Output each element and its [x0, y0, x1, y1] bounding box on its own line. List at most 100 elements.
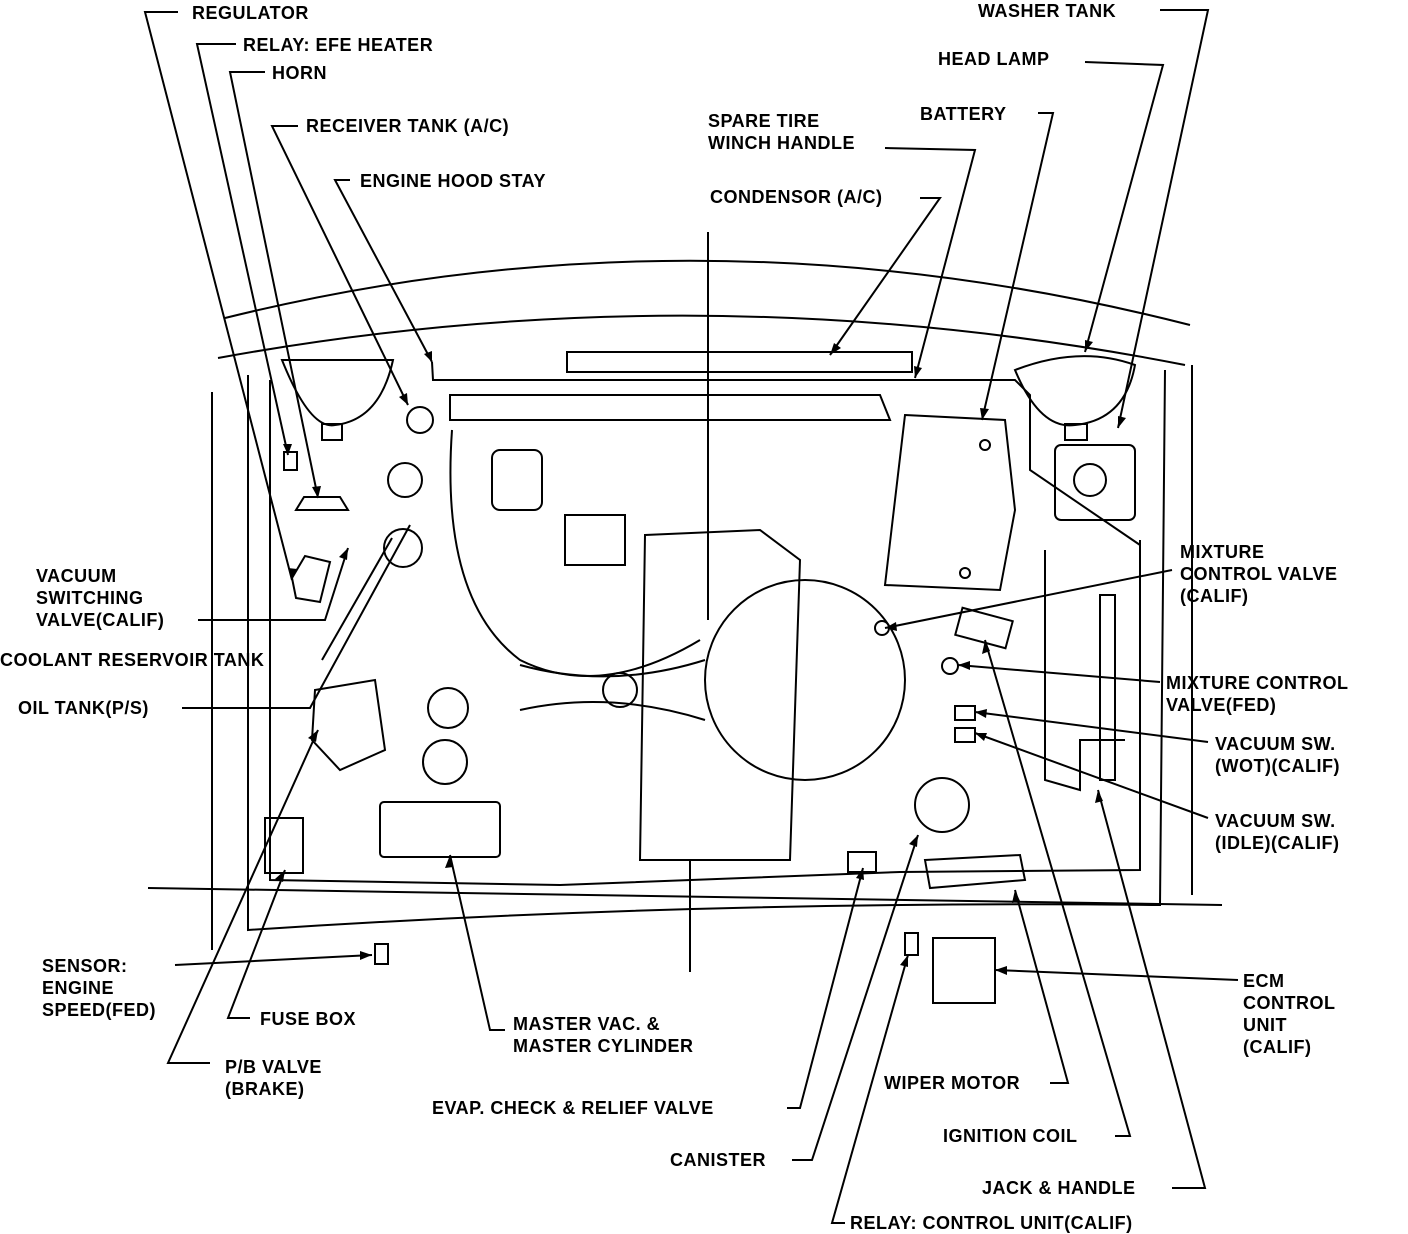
label-condensor: CONDENSOR (A/C) — [710, 187, 883, 207]
label-fuse-box: FUSE BOX — [260, 1009, 357, 1029]
air-cleaner-shape — [705, 580, 905, 780]
leader-horn — [230, 72, 318, 498]
leader-condensor — [830, 198, 940, 355]
hood-stay-rod — [432, 362, 1140, 545]
arrowheads — [275, 340, 1126, 975]
label-sensor-engine-speed: SENSOR: ENGINE SPEED(FED) — [42, 955, 156, 1021]
radiator-support — [450, 395, 890, 420]
leader-pb-valve — [168, 730, 318, 1063]
label-sensor-line1: SENSOR: — [42, 956, 128, 976]
battery-shape — [885, 415, 1015, 590]
battery-terminal-2 — [960, 568, 970, 578]
label-pb-valve: P/B VALVE (BRAKE) — [225, 1056, 322, 1100]
label-mcv-fed-line2: VALVE(FED) — [1166, 695, 1277, 715]
label-pb-valve-line2: (BRAKE) — [225, 1079, 305, 1099]
leader-regulator — [145, 12, 292, 580]
label-ecm-line3: UNIT — [1243, 1015, 1287, 1035]
label-relay-efe-heater: RELAY: EFE HEATER — [243, 35, 434, 55]
vac-sw-idle — [955, 728, 975, 742]
coolant-cap — [388, 463, 422, 497]
left-headlamp-base — [322, 424, 342, 440]
horn-shape — [296, 497, 348, 510]
leader-vsv — [198, 548, 348, 620]
label-washer-tank: WASHER TANK — [978, 1, 1117, 21]
leader-ecm — [995, 970, 1238, 980]
label-vac-idle-line1: VACUUM SW. — [1215, 811, 1336, 831]
leader-vac-wot — [975, 712, 1208, 742]
label-spare-tire-winch-handle: SPARE TIRE WINCH HANDLE — [708, 110, 855, 154]
leader-fuse-box — [228, 870, 285, 1018]
coolant-reservoir-shape — [384, 529, 422, 567]
hose-left — [450, 430, 700, 676]
jack-handle — [1100, 595, 1115, 780]
label-ignition-coil: IGNITION COIL — [943, 1126, 1078, 1146]
label-vacuum-switching-valve: VACUUM SWITCHING VALVE(CALIF) — [36, 565, 164, 631]
leader-relay-cu — [832, 955, 908, 1223]
label-jack-handle: JACK & HANDLE — [982, 1178, 1136, 1198]
inner-bulkhead — [270, 380, 1140, 885]
mcv-calif-shape — [955, 608, 1012, 649]
label-vsv-line3: VALVE(CALIF) — [36, 610, 165, 630]
label-evap-check-relief-valve: EVAP. CHECK & RELIEF VALVE — [432, 1098, 714, 1118]
master-cylinder-upper — [428, 688, 468, 728]
label-spare-tire-line2: WINCH HANDLE — [708, 133, 855, 153]
washer-tank-shape — [1055, 445, 1135, 520]
leader-mcv-fed — [958, 665, 1160, 682]
master-vac-shape — [380, 802, 500, 857]
label-engine-hood-stay: ENGINE HOOD STAY — [360, 171, 547, 191]
leader-receiver — [272, 126, 408, 405]
leader-relay-efe — [197, 44, 288, 455]
leader-head-lamp — [1085, 62, 1163, 352]
hood-arc-outer — [225, 261, 1190, 325]
label-ecm-control-unit: ECM CONTROL UNIT (CALIF) — [1243, 970, 1336, 1058]
relay-cu-shape — [905, 933, 918, 955]
left-headlamp — [282, 360, 393, 425]
snorkel-end — [603, 673, 637, 707]
label-vac-wot-line2: (WOT)(CALIF) — [1215, 756, 1340, 776]
label-ecm-line1: ECM — [1243, 971, 1285, 991]
wiper-motor-shape — [925, 855, 1025, 888]
label-sensor-line3: SPEED(FED) — [42, 1000, 157, 1020]
battery-terminal-1 — [980, 440, 990, 450]
right-headlamp — [1015, 356, 1135, 425]
label-vsv-line2: SWITCHING — [36, 588, 144, 608]
leader-vac-idle — [975, 733, 1208, 818]
label-master-vac-cylinder: MASTER VAC. & MASTER CYLINDER — [513, 1013, 694, 1057]
canister-shape — [915, 778, 969, 832]
ecm-unit-shape — [933, 938, 995, 1003]
leader-master-vac — [450, 855, 505, 1030]
receiver-tank-shape — [407, 407, 433, 433]
washer-tank-cap — [1074, 464, 1106, 496]
label-head-lamp: HEAD LAMP — [938, 49, 1050, 69]
leader-canister — [792, 835, 918, 1160]
label-master-vac-line2: MASTER CYLINDER — [513, 1036, 694, 1056]
right-fender-bracket — [1045, 550, 1125, 790]
leader-oil-tank — [182, 525, 410, 708]
air-valve-box — [565, 515, 625, 565]
mcv-fed-shape — [942, 658, 958, 674]
label-relay-control-unit: RELAY: CONTROL UNIT(CALIF) — [850, 1213, 1133, 1233]
leader-sensor — [175, 955, 372, 965]
relay-efe-shape — [284, 452, 297, 470]
distributor-shape — [492, 450, 542, 510]
label-master-vac-line1: MASTER VAC. & — [513, 1014, 661, 1034]
label-ecm-line4: (CALIF) — [1243, 1037, 1312, 1057]
label-vacuum-sw-wot: VACUUM SW. (WOT)(CALIF) — [1215, 733, 1340, 777]
label-mcv-fed-line1: MIXTURE CONTROL — [1166, 673, 1349, 693]
leader-mcv-calif — [885, 570, 1172, 628]
leader-ign-coil — [985, 640, 1130, 1136]
leader-battery — [982, 113, 1053, 420]
label-horn: HORN — [272, 63, 327, 83]
master-cylinder-lower — [423, 740, 467, 784]
label-canister: CANISTER — [670, 1150, 767, 1170]
leader-jack — [1098, 790, 1205, 1188]
label-mcv-calif-line3: (CALIF) — [1180, 586, 1249, 606]
right-headlamp-base — [1065, 424, 1087, 440]
leader-evap — [787, 868, 863, 1108]
leader-washer — [1118, 10, 1208, 428]
label-pb-valve-line1: P/B VALVE — [225, 1057, 322, 1077]
label-mixture-control-valve-calif: MIXTURE CONTROL VALVE (CALIF) — [1180, 541, 1338, 607]
label-wiper-motor: WIPER MOTOR — [884, 1073, 1021, 1093]
